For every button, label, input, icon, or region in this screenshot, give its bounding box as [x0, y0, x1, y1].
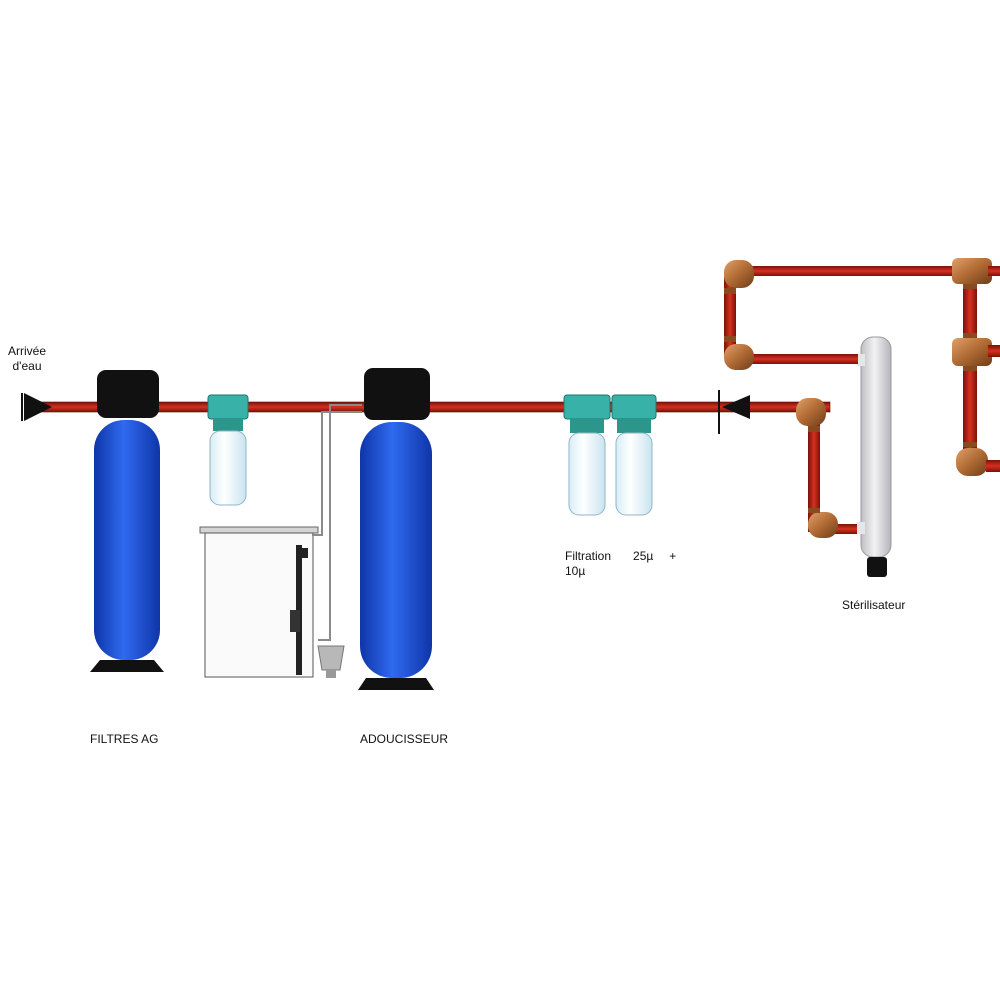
softener-tank-body	[360, 422, 432, 678]
uv-sterilizer	[857, 336, 892, 577]
softener-tank-base	[358, 678, 434, 690]
sterilizer-label: Stérilisateur	[842, 598, 906, 612]
check-valve-arrow-icon	[722, 395, 750, 419]
copper-elbow	[724, 260, 754, 288]
inlet-arrow-icon	[24, 393, 52, 421]
copper-elbow	[724, 344, 754, 370]
brine-tank	[199, 526, 319, 678]
ag-valve-head	[97, 370, 159, 418]
copper-tee	[952, 338, 992, 366]
ag-filters-label: FILTRES AG	[90, 732, 159, 746]
softener-tank	[358, 368, 434, 690]
ag-filter-tank	[90, 370, 164, 672]
filtration-label: Filtration 25µ +10µ	[565, 549, 676, 579]
copper-elbow	[956, 448, 988, 476]
drain-valve-icon	[317, 645, 345, 671]
ag-tank-body	[94, 420, 160, 660]
inlet-label-line2: d'eau	[12, 359, 42, 373]
cartridge-filter-1	[207, 394, 249, 506]
copper-tee	[952, 258, 992, 284]
cartridge-filter-10	[611, 394, 657, 516]
ag-tank-base	[90, 660, 164, 672]
sterilizer-body	[860, 336, 892, 558]
filtration-label-b: 25µ	[633, 549, 654, 563]
softener-valve-head	[364, 368, 430, 420]
sterilizer-cap	[867, 557, 887, 577]
filtration-label-line2: 10µ	[565, 564, 586, 578]
inlet-label-line1: Arrivée	[8, 344, 47, 358]
filtration-label-c: +	[669, 549, 677, 563]
copper-elbow	[808, 512, 838, 538]
filtration-label-a: Filtration	[565, 549, 612, 563]
softener-label: ADOUCISSEUR	[360, 732, 449, 746]
brine-tube	[312, 411, 362, 536]
cartridge-filter-25	[563, 394, 611, 516]
copper-elbow	[796, 398, 826, 426]
